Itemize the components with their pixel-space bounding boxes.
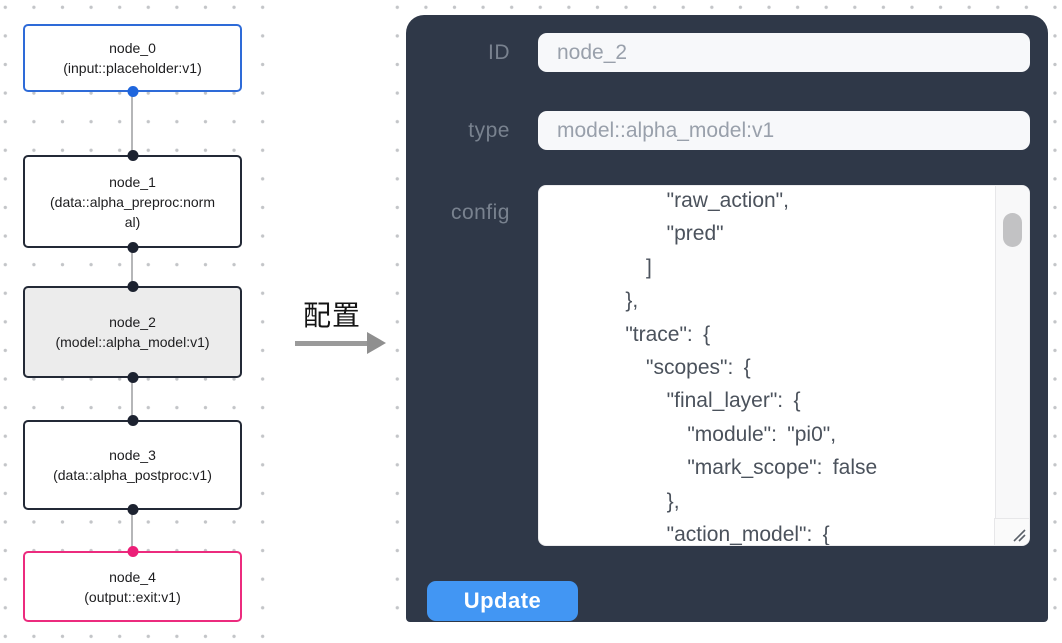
- flow-canvas[interactable]: node_0 (input::placeholder:v1) node_1 (d…: [0, 0, 272, 643]
- node3-target-handle[interactable]: [127, 415, 138, 426]
- flow-node-node0[interactable]: node_0 (input::placeholder:v1): [23, 24, 242, 97]
- node1-source-handle[interactable]: [127, 242, 138, 253]
- flow-node-node3[interactable]: node_3 (data::alpha_postproc:v1): [23, 415, 242, 515]
- config-field-label: config: [450, 201, 510, 224]
- type-field-label: type: [468, 119, 510, 142]
- type-field-input[interactable]: [538, 111, 1030, 150]
- config-panel: ID type config "raw_action", "pred" ] },…: [406, 15, 1048, 622]
- node2-title: node_2: [109, 314, 156, 330]
- node0-subtitle: (input::placeholder:v1): [63, 60, 202, 76]
- config-textarea[interactable]: "raw_action", "pred" ] }, "trace": { "sc…: [538, 185, 1030, 546]
- node1-title: node_1: [109, 173, 156, 190]
- node2-source-handle[interactable]: [127, 372, 138, 383]
- node4-target-handle[interactable]: [127, 546, 138, 557]
- node4-subtitle: (output::exit:v1): [84, 588, 181, 605]
- arrow-right-icon-head: [367, 332, 386, 354]
- node3-title: node_3: [109, 447, 156, 463]
- id-field-label: ID: [488, 41, 510, 64]
- resize-grip-icon: [1013, 529, 1026, 542]
- node3-subtitle: (data::alpha_postproc:v1): [53, 467, 212, 483]
- edge-node1-node2: [131, 248, 133, 286]
- config-json-text: "raw_action", "pred" ] }, "trace": { "sc…: [625, 189, 878, 546]
- config-scrollbar-track[interactable]: [995, 186, 1029, 520]
- annotation-label: 配置: [302, 300, 361, 331]
- flow-node-node1[interactable]: node_1 (data::alpha_preproc:normal): [23, 150, 242, 253]
- flow-node-node4[interactable]: node_4 (output::exit:v1): [23, 546, 242, 622]
- textarea-resize-handle[interactable]: [994, 518, 1029, 545]
- node1-target-handle[interactable]: [127, 150, 138, 161]
- node2-target-handle[interactable]: [127, 281, 138, 292]
- node2-subtitle: (model::alpha_model:v1): [55, 334, 210, 350]
- config-scrollbar-thumb[interactable]: [1003, 213, 1022, 247]
- arrow-right-icon: [295, 341, 369, 346]
- node1-subtitle: (data::alpha_preproc:normal): [50, 193, 215, 230]
- node0-title: node_0: [109, 40, 156, 56]
- edge-node0-node1: [131, 94, 133, 155]
- node4-title: node_4: [109, 568, 156, 585]
- id-field-input[interactable]: [538, 33, 1030, 72]
- update-button[interactable]: Update: [427, 581, 578, 621]
- edge-node3-node4: [131, 510, 133, 551]
- edge-node2-node3: [131, 378, 133, 420]
- flow-node-node2-selected[interactable]: node_2 (model::alpha_model:v1): [23, 281, 242, 383]
- node0-source-handle[interactable]: [127, 86, 138, 97]
- node3-source-handle[interactable]: [127, 504, 138, 515]
